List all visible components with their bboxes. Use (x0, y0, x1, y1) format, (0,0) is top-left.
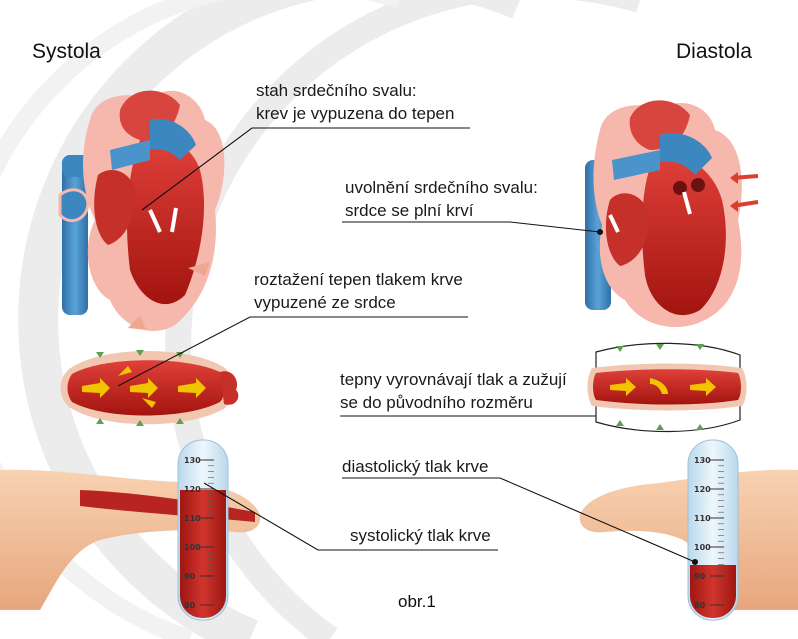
gauge-tick-label: 90 (184, 572, 196, 581)
gauge-tick-label: 110 (184, 514, 201, 523)
title-diastole: Diastola (676, 40, 752, 64)
label-diastole-artery: tepny vyrovnávají tlak a zužují se do pů… (340, 368, 567, 414)
gauge-tick-label: 100 (184, 543, 201, 552)
artery-systole (61, 350, 239, 426)
title-systole: Systola (32, 40, 101, 64)
gauge-tick-label: 80 (694, 601, 706, 610)
label-systole-artery: roztažení tepen tlakem krve vypuzené ze … (254, 268, 463, 314)
label-systole-heart: stah srdečního svalu: krev je vypuzena d… (256, 79, 454, 125)
gauge-systole (178, 440, 228, 620)
heart-diastole (585, 100, 758, 327)
label-diastole-heart: uvolnění srdečního svalu: srdce se plní … (345, 176, 538, 222)
gauge-tick-label: 130 (694, 456, 711, 465)
label-systolic-pressure: systolický tlak krve (350, 524, 491, 547)
gauge-tick-label: 100 (694, 543, 711, 552)
gauge-tick-label: 130 (184, 456, 201, 465)
label-diastolic-pressure: diastolický tlak krve (342, 455, 488, 478)
figure-caption: obr.1 (398, 592, 436, 612)
gauge-diastole (688, 440, 738, 620)
artery-diastole (588, 343, 747, 431)
gauge-tick-label: 120 (694, 485, 711, 494)
gauge-tick-label: 80 (184, 601, 196, 610)
gauge-tick-label: 110 (694, 514, 711, 523)
gauge-tick-label: 120 (184, 485, 201, 494)
gauge-tick-label: 90 (694, 572, 706, 581)
